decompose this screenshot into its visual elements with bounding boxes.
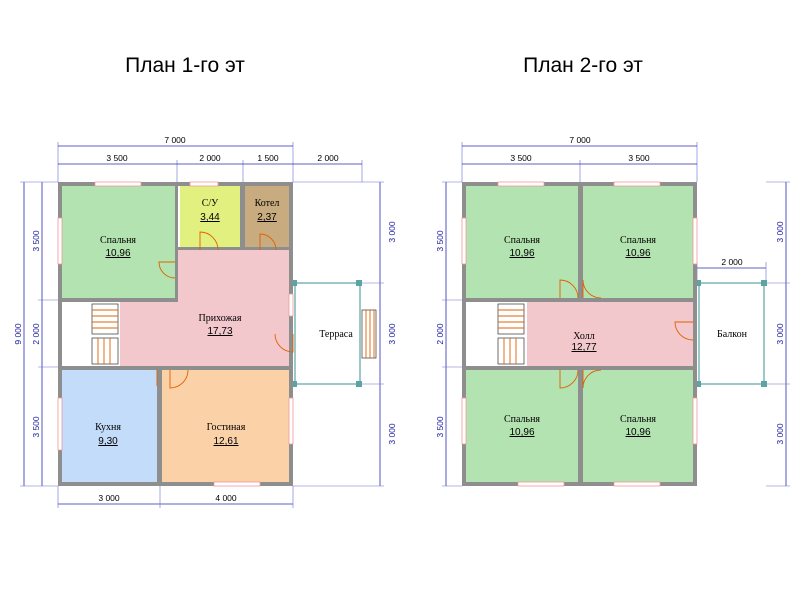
second-floor-windows bbox=[461, 181, 698, 487]
dim-first-left-1: 3 500 bbox=[31, 230, 41, 252]
dim-first-right-2: 3 000 bbox=[387, 323, 397, 345]
dim-first-bottom-1: 3 000 bbox=[98, 493, 120, 503]
dim-first-left-3: 3 500 bbox=[31, 416, 41, 438]
first-right-dimensions: 3 000 3 000 3 000 bbox=[293, 181, 397, 487]
room-boiler-fill bbox=[245, 186, 289, 247]
dim-first-top-4: 2 000 bbox=[317, 153, 339, 163]
room-living-fill bbox=[162, 370, 289, 482]
label-hall-second: Холл bbox=[573, 331, 594, 342]
room-bedroom-bl-fill bbox=[466, 370, 578, 482]
area-hall: 17,73 bbox=[207, 326, 232, 337]
area-bedroom-tl: 10,96 bbox=[509, 248, 534, 259]
area-bedroom: 10,96 bbox=[105, 248, 130, 259]
label-bath: С/У bbox=[202, 198, 219, 209]
dim-first-top-1: 3 500 bbox=[106, 153, 128, 163]
area-kitchen: 9,30 bbox=[98, 436, 118, 447]
label-hall: Прихожая bbox=[199, 313, 242, 324]
second-right-dimensions: 3 000 3 000 3 000 bbox=[766, 181, 790, 487]
second-left-dimensions: 3 500 2 000 3 500 bbox=[435, 181, 462, 487]
label-bedroom-tl: Спальня bbox=[504, 235, 540, 246]
label-boiler: Котел bbox=[255, 198, 280, 209]
area-boiler: 2,37 bbox=[257, 212, 277, 223]
first-top-dimensions: 7 000 3 500 2 000 1 500 2 000 bbox=[57, 135, 363, 182]
first-bottom-dimensions: 3 000 4 000 bbox=[57, 486, 294, 508]
first-floor-walls bbox=[58, 182, 293, 486]
second-floor-doors bbox=[559, 279, 694, 389]
dim-second-right-2: 3 000 bbox=[775, 323, 785, 345]
room-hall-fill bbox=[120, 250, 289, 366]
label-bedroom-tr: Спальня bbox=[620, 235, 656, 246]
dim-second-left-1: 3 500 bbox=[435, 230, 445, 252]
first-left-dimensions: 9 000 3 500 2 000 3 500 bbox=[13, 181, 58, 487]
second-floor-plan: План 2-го эт 7 000 3 500 3 500 2 000 bbox=[435, 54, 790, 487]
area-bedroom-br: 10,96 bbox=[625, 427, 650, 438]
first-floor-title: План 1-го эт bbox=[125, 54, 245, 77]
dim-second-total-top: 7 000 bbox=[569, 135, 591, 145]
dim-second-right-3: 3 000 bbox=[775, 423, 785, 445]
label-kitchen: Кухня bbox=[95, 422, 121, 433]
area-bedroom-bl: 10,96 bbox=[509, 427, 534, 438]
room-bedroom-tl-fill bbox=[466, 186, 578, 298]
dim-first-total-top: 7 000 bbox=[164, 135, 186, 145]
room-bedroom-fill bbox=[62, 186, 175, 298]
second-balcony-dimension: 2 000 bbox=[696, 257, 767, 283]
first-floor-staircase bbox=[91, 303, 119, 365]
area-living: 12,61 bbox=[213, 436, 238, 447]
terrace bbox=[293, 280, 377, 387]
balcony bbox=[697, 280, 767, 387]
second-floor-staircase bbox=[497, 303, 525, 365]
room-bedroom-br-fill bbox=[583, 370, 693, 482]
label-balcony: Балкон bbox=[717, 329, 748, 340]
dim-first-top-3: 1 500 bbox=[257, 153, 279, 163]
second-floor-title: План 2-го эт bbox=[523, 54, 643, 77]
dim-second-right-1: 3 000 bbox=[775, 221, 785, 243]
dim-second-left-2: 2 000 bbox=[435, 323, 445, 345]
room-bath-fill bbox=[180, 186, 240, 247]
second-top-dimensions: 7 000 3 500 3 500 bbox=[461, 135, 698, 182]
room-bedroom-tr-fill bbox=[583, 186, 693, 298]
dim-second-balcony: 2 000 bbox=[721, 257, 743, 267]
dim-second-top-1: 3 500 bbox=[510, 153, 532, 163]
second-floor-walls bbox=[462, 182, 697, 486]
label-bedroom: Спальня bbox=[100, 235, 136, 246]
label-living: Гостиная bbox=[207, 422, 246, 433]
room-kitchen-fill bbox=[62, 370, 157, 482]
label-bedroom-bl: Спальня bbox=[504, 414, 540, 425]
dim-first-top-2: 2 000 bbox=[199, 153, 221, 163]
label-bedroom-br: Спальня bbox=[620, 414, 656, 425]
area-bedroom-tr: 10,96 bbox=[625, 248, 650, 259]
area-hall-second: 12,77 bbox=[571, 342, 596, 353]
dim-first-left-total: 9 000 bbox=[13, 323, 23, 345]
dim-first-bottom-2: 4 000 bbox=[215, 493, 237, 503]
first-floor-plan: План 1-го эт 7 000 3 500 2 000 1 500 2 0… bbox=[13, 54, 397, 508]
first-floor-doors bbox=[156, 231, 294, 389]
area-bath: 3,44 bbox=[200, 212, 220, 223]
dim-second-top-2: 3 500 bbox=[628, 153, 650, 163]
dim-second-left-3: 3 500 bbox=[435, 416, 445, 438]
dim-first-right-3: 3 000 bbox=[387, 423, 397, 445]
room-hall-fill bbox=[527, 302, 693, 366]
dim-first-left-2: 2 000 bbox=[31, 323, 41, 345]
label-terrace: Терраса bbox=[319, 329, 353, 340]
first-floor-windows bbox=[57, 181, 294, 487]
dim-first-right-1: 3 000 bbox=[387, 221, 397, 243]
